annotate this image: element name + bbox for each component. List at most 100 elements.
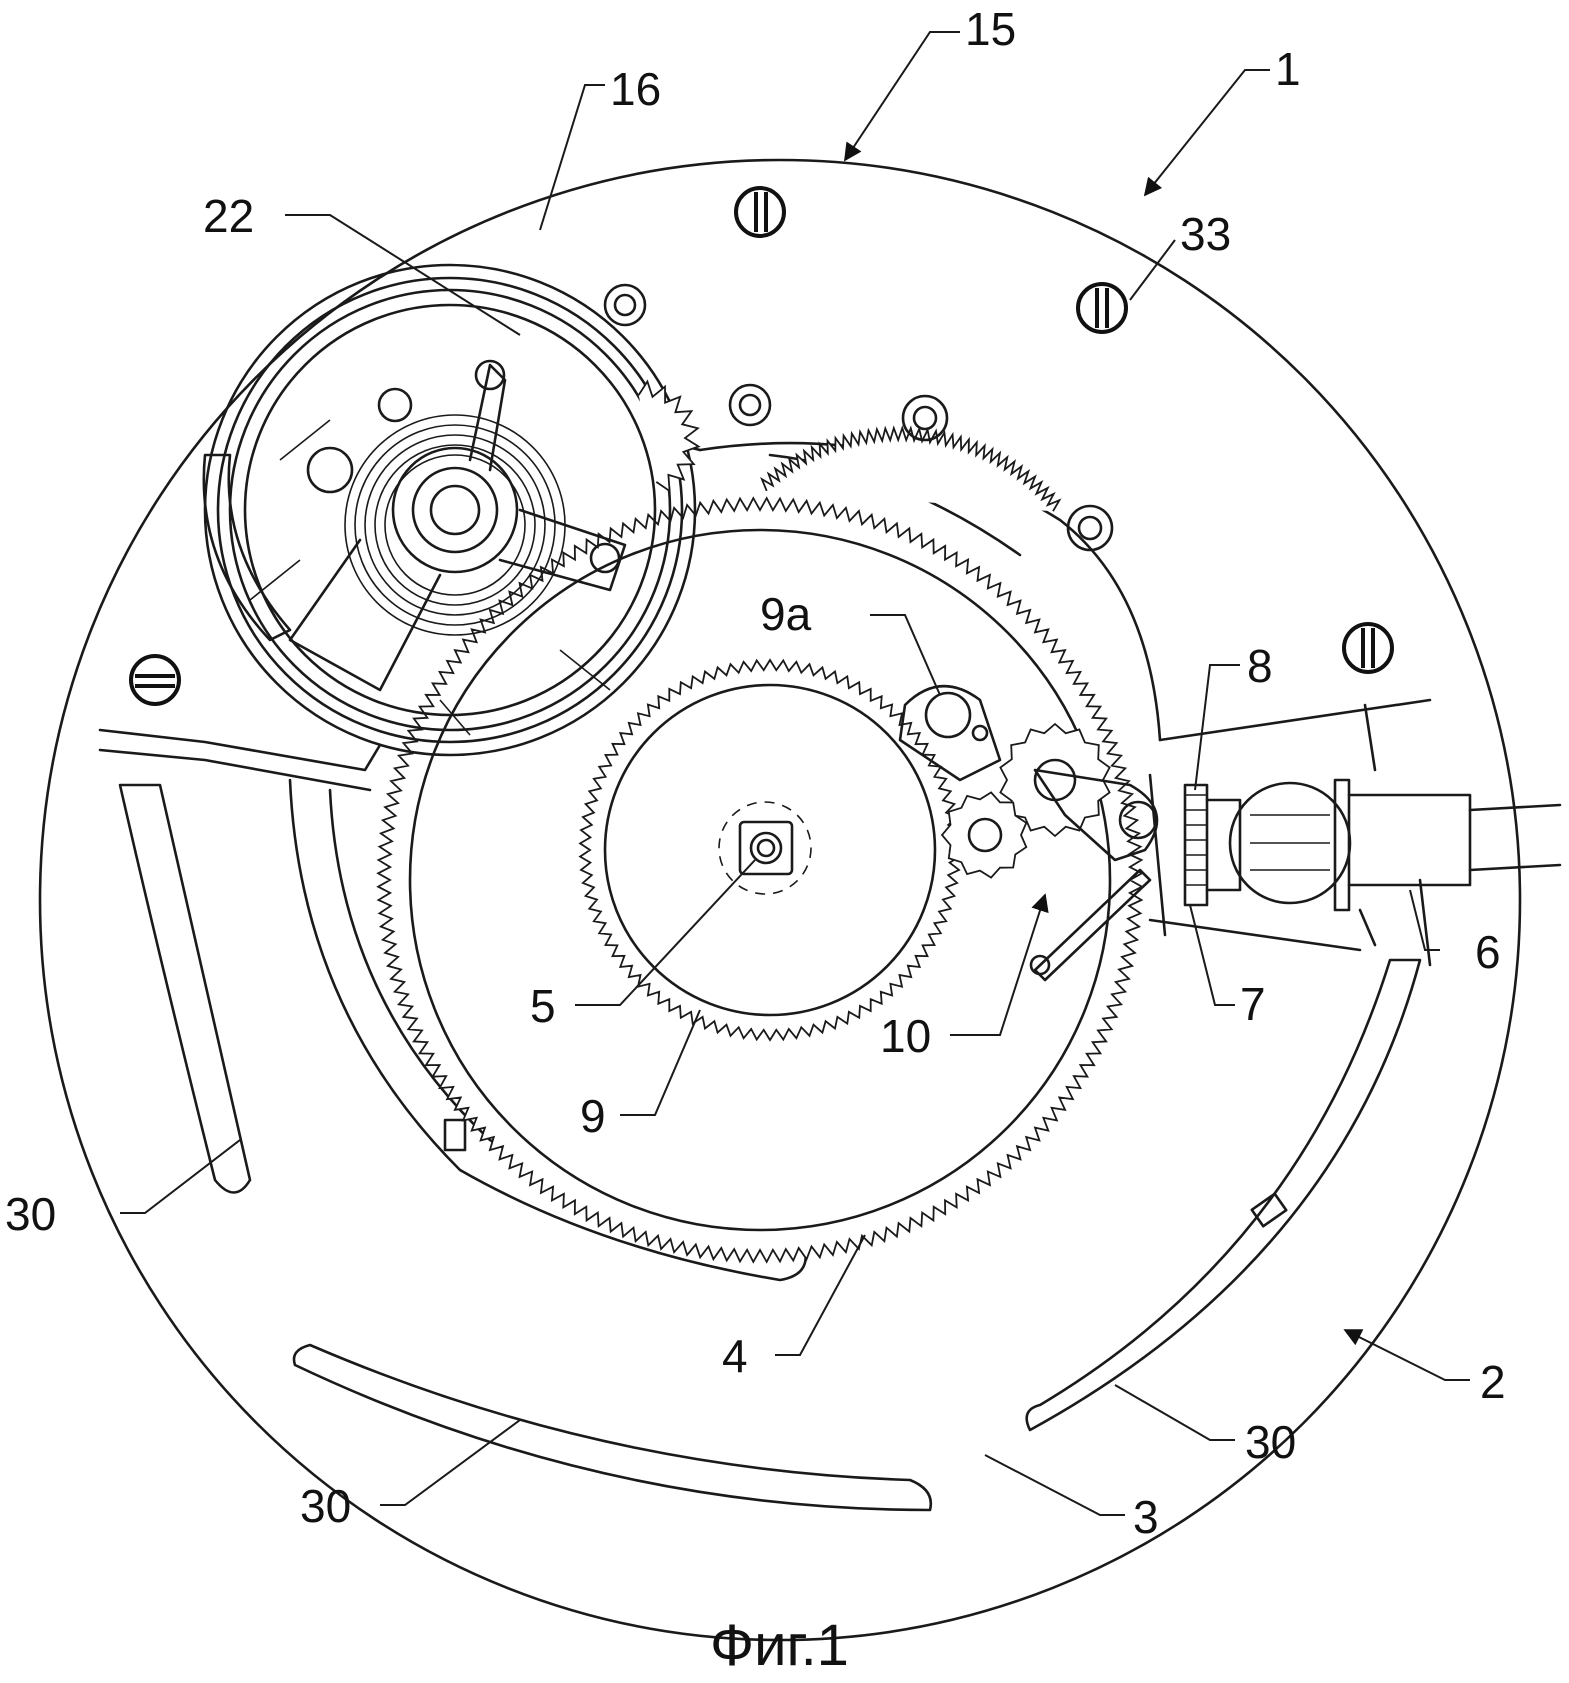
- cock-arm-right: [498, 508, 627, 592]
- cock-screw-right: [589, 542, 621, 574]
- label-9: 9: [580, 1090, 606, 1142]
- screw-left: [129, 654, 181, 706]
- label-7: 7: [1240, 978, 1266, 1030]
- sliding-pinion: [1333, 778, 1351, 912]
- leader-7: [1189, 904, 1235, 1006]
- clutch-wheel-7-teeth: [1185, 794, 1207, 886]
- jewels: [603, 283, 1114, 552]
- leader-30-right: [1114, 1384, 1235, 1441]
- label-9a: 9a: [760, 588, 812, 640]
- rocker-9a: [898, 684, 1002, 782]
- screw-right: [1342, 622, 1394, 674]
- label-4: 4: [722, 1330, 748, 1382]
- balance-rim-inner: [243, 303, 657, 717]
- leader-22: [285, 214, 521, 336]
- leader-15: [844, 31, 960, 162]
- bridge-lower-edge-2: [98, 748, 372, 792]
- balance-spokes: [249, 419, 611, 736]
- stem-6-rod: [1468, 803, 1562, 872]
- bridge-lower-edge: [98, 728, 382, 772]
- leader-16: [539, 84, 605, 231]
- balance-cock-outer-2: [216, 276, 684, 744]
- jewel-3-inner: [912, 405, 938, 431]
- rocker-9a-pivot: [924, 691, 972, 739]
- leader-10: [950, 893, 1049, 1036]
- screw-top-head: [734, 186, 786, 238]
- cock-arm-lower: [288, 538, 442, 692]
- screw-top-slot: [754, 192, 768, 232]
- balance-pin-2: [306, 446, 354, 494]
- leaders: [120, 31, 1470, 1516]
- bridge-right-edge: [1158, 698, 1432, 742]
- slot-right: [1025, 958, 1422, 1432]
- arbor-5-dashed: [718, 801, 812, 895]
- label-5: 5: [530, 980, 556, 1032]
- leader-1: [1143, 69, 1270, 197]
- plate-slots: [118, 778, 1422, 1512]
- hairspring-4: [374, 444, 536, 606]
- screw-33-head: [1076, 282, 1128, 334]
- label-30-left: 30: [5, 1188, 56, 1240]
- plate-outer-edge: [38, 158, 1522, 1642]
- leader-4: [775, 1234, 866, 1356]
- jewel-1: [603, 283, 647, 327]
- notch-left: [443, 1118, 467, 1152]
- jewel-4: [1066, 504, 1114, 552]
- leader-5: [575, 859, 756, 1006]
- balance-assembly-22: [202, 263, 701, 757]
- crown-wheel-8-lines: [1250, 814, 1330, 871]
- slot-left: [118, 783, 252, 1194]
- label-8: 8: [1247, 640, 1273, 692]
- hairspring-3: [364, 434, 546, 616]
- label-30-right: 30: [1245, 1416, 1296, 1468]
- figure-caption: Фиг.1: [710, 1613, 849, 1678]
- leader-8: [1194, 664, 1240, 791]
- leader-30-bottom: [380, 1419, 521, 1506]
- label-6: 6: [1475, 926, 1501, 978]
- leader-2: [1343, 1329, 1470, 1381]
- pinion-lower-hub: [967, 817, 1003, 853]
- label-15: 15: [965, 3, 1016, 55]
- jewel-1-inner: [613, 293, 637, 317]
- arbor-5-hub: [749, 831, 783, 865]
- stem-6-body: [1347, 793, 1472, 887]
- arbor-5-center: [756, 838, 776, 858]
- winding-stem: [1148, 703, 1562, 967]
- balance-hub-mid: [411, 466, 499, 554]
- hairspring-2: [354, 424, 556, 626]
- main-plate: [38, 158, 1522, 1642]
- slot-bottom: [292, 1343, 933, 1512]
- balance-pin: [377, 387, 413, 423]
- rocker-mechanism: [898, 684, 1159, 982]
- train-wheel-teeth: [760, 425, 1062, 512]
- arbor-5-square: [738, 820, 794, 876]
- leader-3: [984, 1454, 1125, 1516]
- pinion-lower: [940, 791, 1028, 879]
- jewel-4-inner: [1077, 515, 1103, 541]
- screw-right-slot: [1361, 628, 1375, 668]
- label-22: 22: [203, 190, 254, 242]
- screw-left-slot: [135, 674, 175, 688]
- screw-top: [734, 186, 786, 238]
- wheel-9-rim: [603, 683, 937, 1017]
- leader-9a: [870, 614, 941, 696]
- spring-pin: [1029, 954, 1051, 976]
- label-3: 3: [1133, 1491, 1159, 1543]
- cock-screw-top: [474, 359, 506, 391]
- ring-gear-inner: [408, 528, 1112, 1232]
- label-33: 33: [1180, 208, 1231, 260]
- stem-shaft: [1205, 798, 1242, 892]
- balance-hub-inner: [429, 484, 481, 536]
- balance-hub-outer: [391, 446, 519, 574]
- jewel-2-inner: [738, 393, 762, 417]
- escape-wheel-teeth: [637, 379, 701, 493]
- leader-30-left: [120, 1139, 241, 1214]
- clutch-wheel-7: [1183, 783, 1209, 907]
- notch-right: [1250, 1192, 1288, 1228]
- jewel-2: [728, 383, 772, 427]
- screw-33-slot: [1095, 288, 1109, 328]
- bridge-contour: [698, 441, 1162, 742]
- label-30-bottom: 30: [300, 1480, 351, 1532]
- reference-labels: 15 1 16 22 33 9a 8 6 7 10 5 9 30 30 30 3…: [5, 3, 1506, 1543]
